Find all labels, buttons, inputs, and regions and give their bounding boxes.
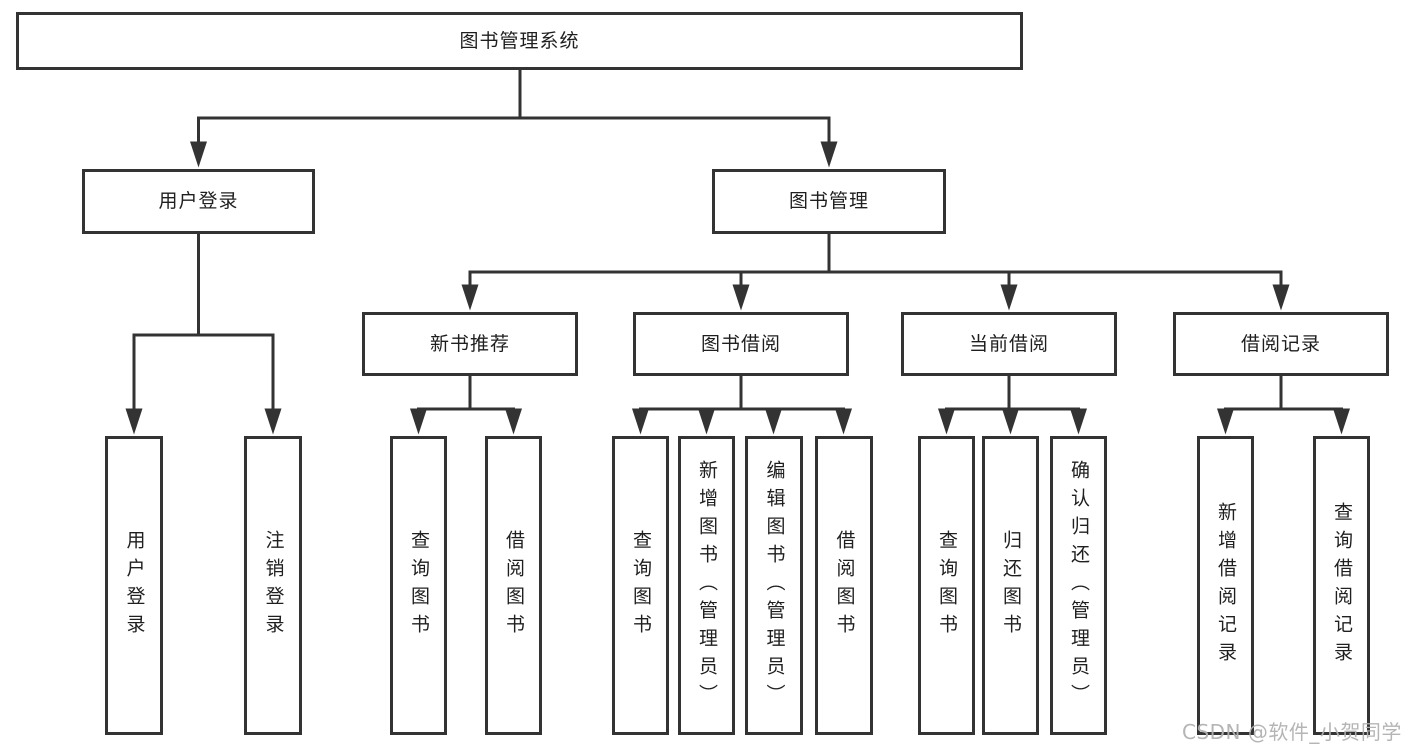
arrowhead-icon <box>410 408 427 435</box>
connector-book-management-split <box>468 232 1283 289</box>
leaf-query-books-borrow: 查询图书 <box>612 436 669 735</box>
arrowhead-icon <box>835 408 852 435</box>
leaf-borrow-books-recommend: 借阅图书 <box>485 436 542 735</box>
arrowhead-icon <box>461 284 479 311</box>
node-book-borrow: 图书借阅 <box>633 312 849 376</box>
arrowhead-icon <box>1000 284 1018 311</box>
leaf-add-borrow-record-label: 新增借阅记录 <box>1215 501 1237 670</box>
arrowhead-icon <box>698 408 715 435</box>
leaf-query-books-current-label: 查询图书 <box>936 529 958 642</box>
leaf-confirm-return-admin: 确认归还（管理员） <box>1050 436 1107 735</box>
leaf-confirm-return-admin-label: 确认归还（管理员） <box>1068 459 1090 712</box>
node-root-label: 图书管理系统 <box>459 29 580 52</box>
leaf-user-login: 用户登录 <box>105 436 163 735</box>
leaf-query-borrow-record: 查询借阅记录 <box>1313 436 1370 735</box>
arrowheads <box>125 141 1350 435</box>
arrowhead-icon <box>125 408 143 435</box>
connector-root-split <box>197 68 831 146</box>
leaf-query-books-recommend: 查询图书 <box>390 436 447 735</box>
leaf-return-books-label: 归还图书 <box>1000 529 1022 642</box>
node-user-login-label: 用户登录 <box>158 190 239 213</box>
connector-book-borrow-split <box>639 374 845 414</box>
leaf-query-books-recommend-label: 查询图书 <box>408 529 430 642</box>
leaf-borrow-books-recommend-label: 借阅图书 <box>503 529 525 642</box>
node-new-book-recommend-label: 新书推荐 <box>429 332 510 355</box>
node-book-management: 图书管理 <box>712 169 946 234</box>
leaf-query-books-borrow-label: 查询图书 <box>630 529 652 642</box>
leaf-logout: 注销登录 <box>244 436 302 735</box>
connector-borrow-records-split <box>1224 374 1343 414</box>
node-new-book-recommend: 新书推荐 <box>362 312 578 376</box>
leaf-add-borrow-record: 新增借阅记录 <box>1197 436 1254 735</box>
connector-current-borrow-split <box>945 374 1080 414</box>
node-root: 图书管理系统 <box>16 12 1023 70</box>
csdn-watermark: CSDN @软件_小贺同学 <box>1182 720 1402 744</box>
connector-lines <box>132 68 1343 414</box>
leaf-query-books-current: 查询图书 <box>918 436 975 735</box>
leaf-logout-label: 注销登录 <box>262 529 285 642</box>
connector-user-login-split <box>132 232 275 414</box>
leaf-add-books-admin: 新增图书（管理员） <box>678 436 735 735</box>
leaf-return-books: 归还图书 <box>982 436 1039 735</box>
arrowhead-icon <box>190 141 207 168</box>
leaf-borrow-books-label: 借阅图书 <box>833 529 856 642</box>
arrowhead-icon <box>264 408 282 435</box>
arrowhead-icon <box>505 408 522 435</box>
leaf-edit-books-admin-label: 编辑图书（管理员） <box>763 459 786 712</box>
node-borrow-records-label: 借阅记录 <box>1240 332 1321 355</box>
leaf-user-login-label: 用户登录 <box>123 529 146 642</box>
leaf-borrow-books: 借阅图书 <box>815 436 873 735</box>
node-user-login: 用户登录 <box>82 169 315 234</box>
leaf-query-borrow-record-label: 查询借阅记录 <box>1331 501 1353 670</box>
arrowhead-icon <box>1333 408 1350 435</box>
arrowhead-icon <box>1272 284 1290 311</box>
node-book-borrow-label: 图书借阅 <box>700 332 781 355</box>
leaf-edit-books-admin: 编辑图书（管理员） <box>745 436 803 735</box>
arrowhead-icon <box>732 284 750 311</box>
node-current-borrow: 当前借阅 <box>901 312 1117 376</box>
arrowhead-icon <box>1070 408 1087 435</box>
connector-new-book-recommend-split <box>417 374 515 414</box>
arrowhead-icon <box>1217 408 1234 435</box>
node-borrow-records: 借阅记录 <box>1173 312 1389 376</box>
node-current-borrow-label: 当前借阅 <box>968 332 1049 355</box>
arrowhead-icon <box>1002 408 1019 435</box>
arrowhead-icon <box>938 408 955 435</box>
node-book-management-label: 图书管理 <box>788 190 869 213</box>
arrowhead-icon <box>820 141 838 168</box>
arrowhead-icon <box>765 408 782 435</box>
arrowhead-icon <box>632 408 649 435</box>
leaf-add-books-admin-label: 新增图书（管理员） <box>696 459 718 712</box>
